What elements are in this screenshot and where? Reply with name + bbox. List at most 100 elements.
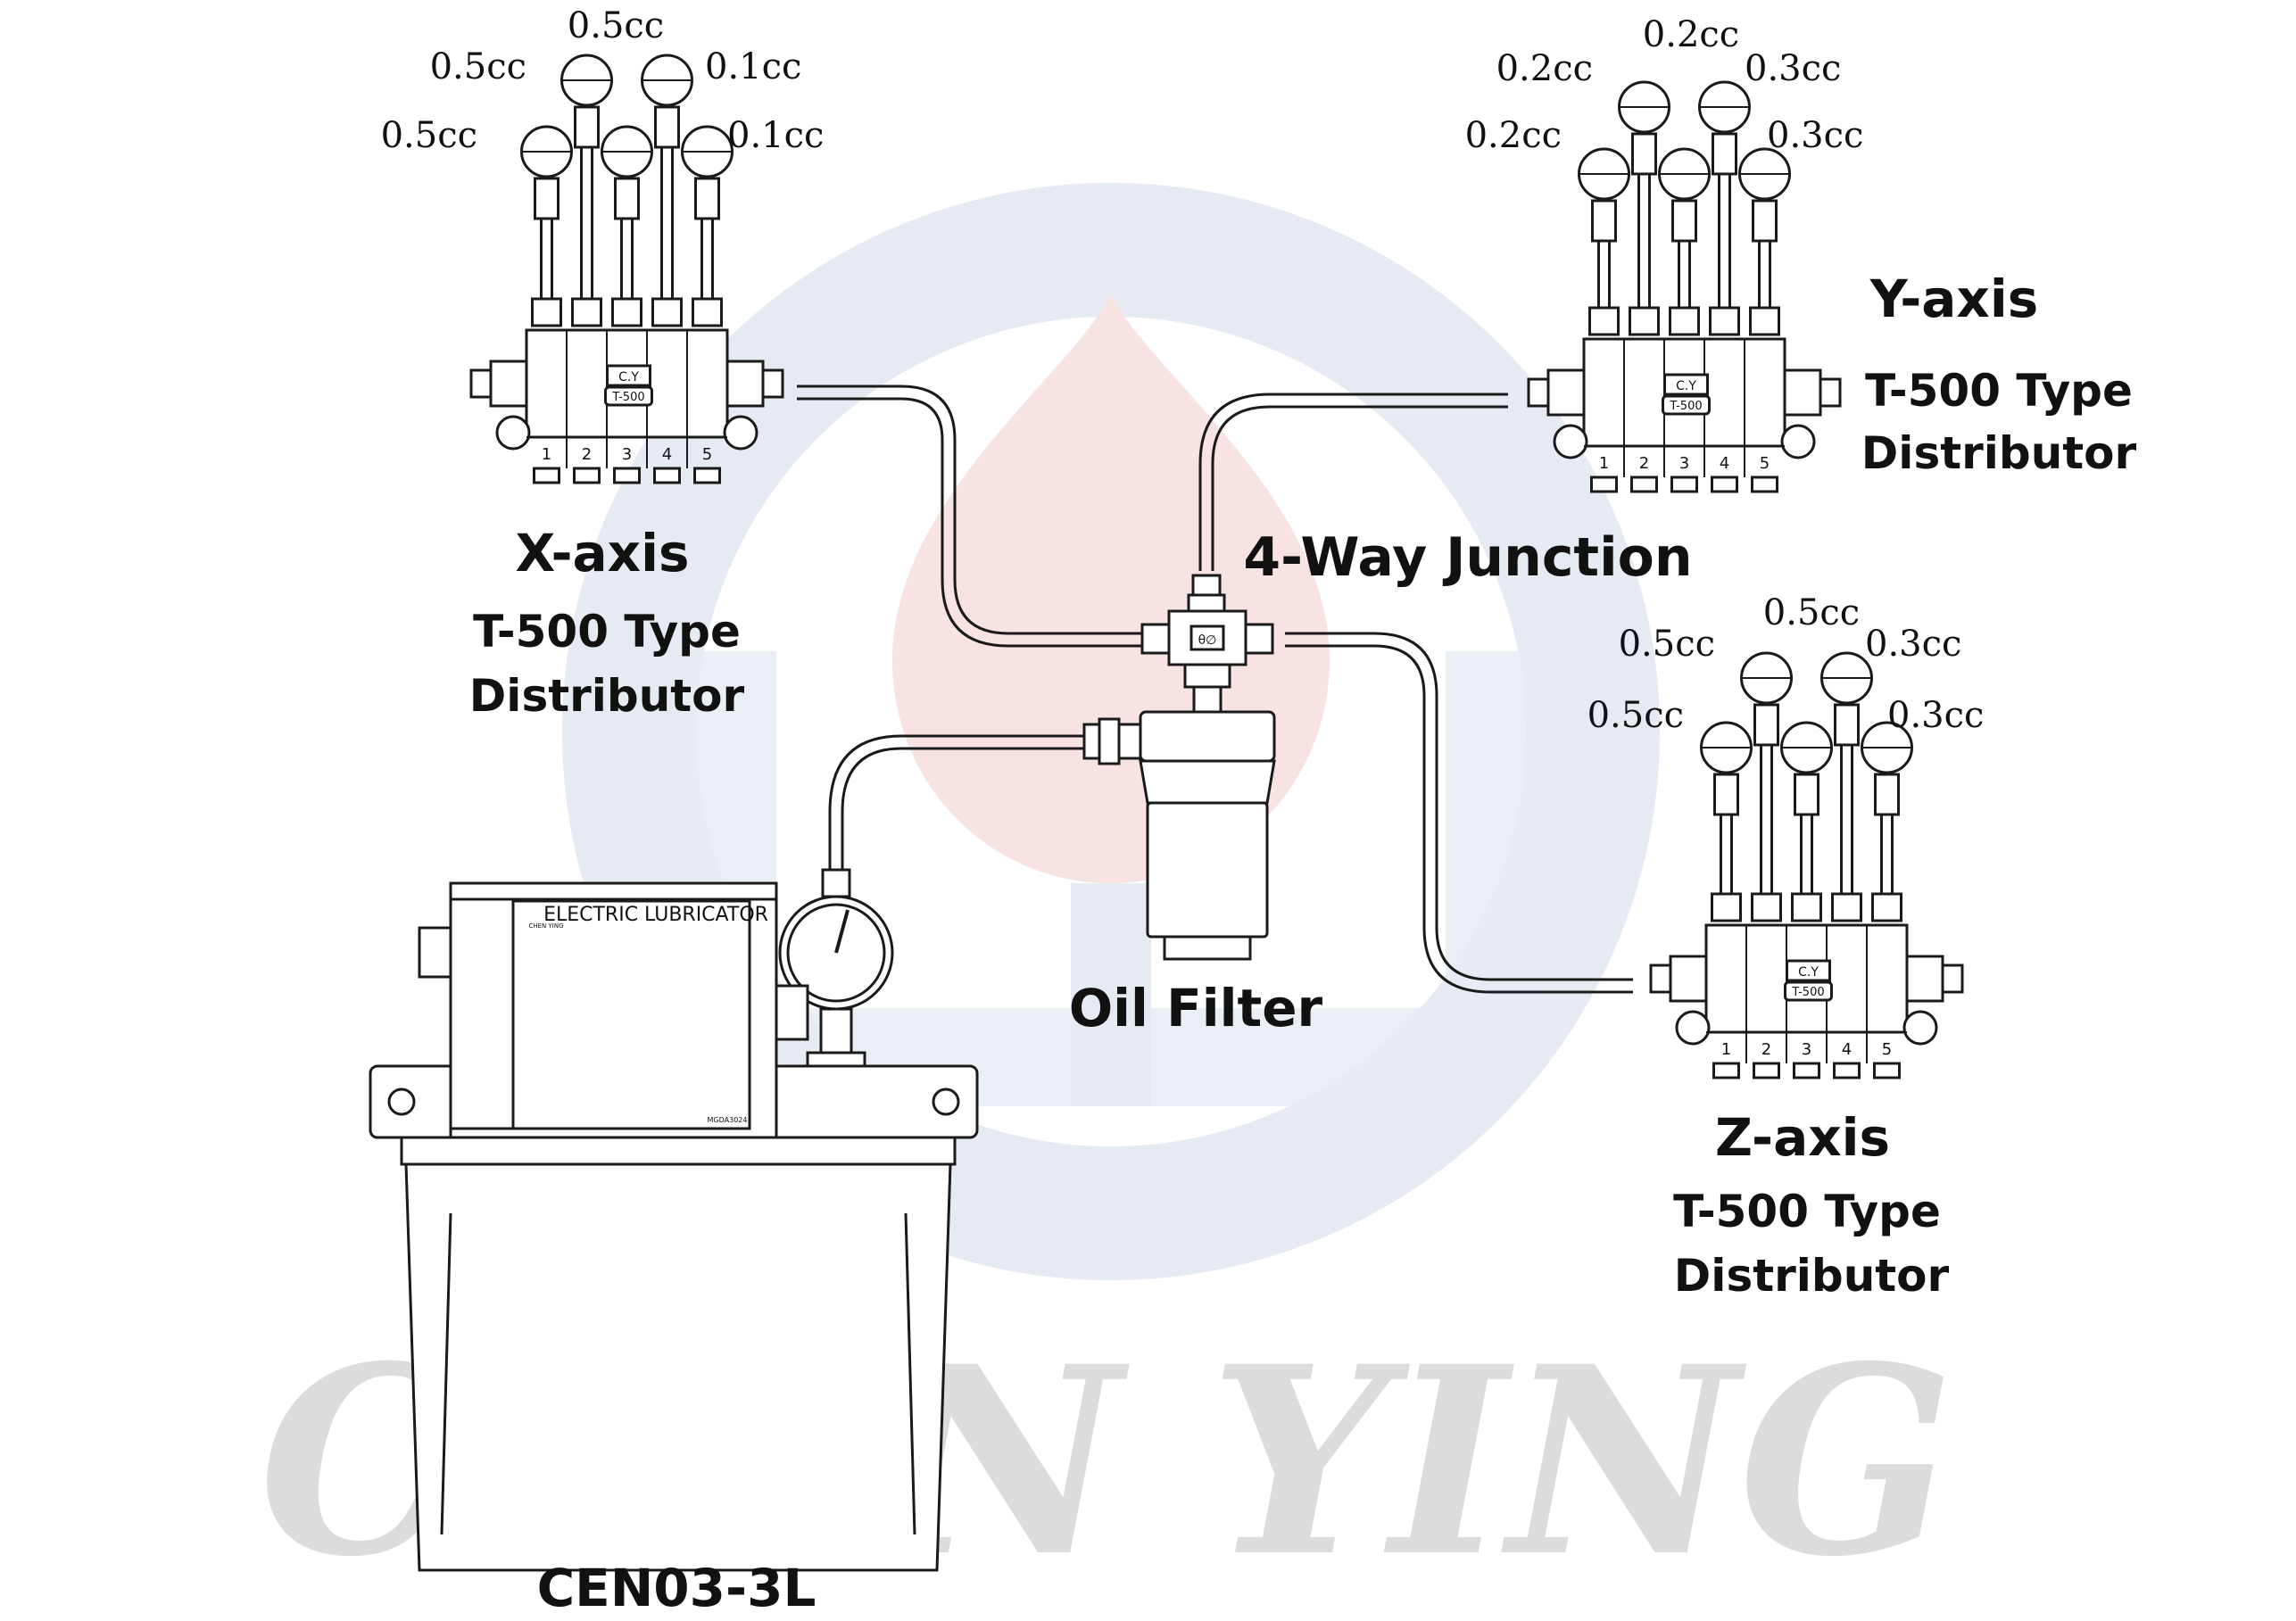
- z-axis-label: Z-axis: [1715, 1107, 1890, 1168]
- inlet-fitting-left: [1527, 377, 1550, 408]
- end-cap-left: [1669, 955, 1708, 1003]
- outlet-nut: [1831, 892, 1862, 922]
- end-cap-right: [725, 360, 765, 408]
- port-number: 4: [1720, 454, 1729, 473]
- port-number: 2: [1639, 454, 1649, 473]
- bottom-plug: [1590, 476, 1618, 493]
- pipe-junction-to-z: [1285, 632, 1633, 981]
- filter-shoulder: [1139, 759, 1276, 805]
- outlet-fitting: [1671, 199, 1697, 243]
- junction-bottom-stem: [1192, 685, 1223, 714]
- outlet-fitting: [1753, 703, 1779, 747]
- bottom-plug: [1711, 476, 1738, 493]
- junction-bottom-nut: [1183, 663, 1231, 689]
- x-distributor-label: Distributor: [469, 670, 745, 722]
- outlet-nut: [1749, 306, 1780, 336]
- lubricator-plug: [418, 926, 452, 979]
- outlet-nut: [692, 297, 723, 327]
- z-distributor-label: Distributor: [1674, 1250, 1950, 1302]
- mount-eye-right: [1780, 424, 1816, 459]
- distributor-brand: C.Y: [1676, 379, 1696, 393]
- y-type-label: T-500 Type: [1865, 365, 2133, 417]
- pipe-x-to-junction: [797, 385, 1142, 635]
- pipe-x-to-junction-inner: [797, 397, 1142, 648]
- port-number: 5: [702, 445, 712, 464]
- z-type-label: T-500 Type: [1673, 1186, 1941, 1237]
- outlet-fitting: [1713, 773, 1739, 816]
- port-number: 3: [1679, 454, 1689, 473]
- lubricator-side-port: [775, 984, 809, 1041]
- port-number: 5: [1760, 454, 1770, 473]
- outlet-volume-label: 0.5cc: [568, 5, 664, 46]
- distributor-brand: C.Y: [618, 370, 639, 385]
- outlet-nut: [1588, 306, 1620, 336]
- outlet-volume-label: 0.2cc: [1465, 115, 1562, 156]
- outlet-fitting: [1752, 199, 1778, 243]
- port-number: 4: [1842, 1040, 1852, 1059]
- outlet-fitting: [654, 105, 680, 149]
- junction-top-fitting: [1191, 574, 1222, 597]
- bottom-plug: [1753, 1062, 1780, 1079]
- mount-hole-left: [387, 1088, 416, 1116]
- tank-highlight-left: [440, 1212, 452, 1535]
- inlet-fitting-left: [469, 368, 493, 399]
- outlet-volume-label: 0.3cc: [1745, 48, 1841, 89]
- model-plate: [1784, 980, 1833, 1002]
- distributor-brand: C.Y: [1798, 965, 1819, 980]
- electric-lubricator: [369, 881, 979, 1572]
- inlet-fitting-right: [761, 368, 784, 399]
- outlet-volume-label: 0.3cc: [1865, 624, 1961, 665]
- watermark-ring: [562, 183, 1660, 1280]
- outlet-fitting: [1874, 773, 1900, 816]
- outlet-volume-label: 0.2cc: [1496, 48, 1593, 89]
- mount-eye-left: [1553, 424, 1588, 459]
- bottom-plug: [573, 467, 601, 484]
- outlet-nut: [1669, 306, 1700, 336]
- pipes: [797, 385, 1633, 994]
- end-cap-left: [1546, 368, 1586, 417]
- bottom-plug: [1630, 476, 1658, 493]
- bottom-plug: [613, 467, 641, 484]
- inlet-fitting-right: [1819, 377, 1842, 408]
- lubricator-title: ELECTRIC LUBRICATOR: [543, 904, 768, 926]
- y-distributor-label: Distributor: [1861, 427, 2137, 479]
- mount-eye-right: [723, 415, 758, 451]
- outlet-nut: [1791, 892, 1822, 922]
- outlet-volume-label: 0.5cc: [430, 46, 526, 87]
- outlet-fitting: [694, 177, 720, 220]
- pipe-pump-to-filter-inner: [841, 747, 1084, 870]
- bottom-plug: [1751, 476, 1778, 493]
- end-cap-right: [1783, 368, 1822, 417]
- outlet-volume-label: 0.5cc: [381, 115, 477, 156]
- outlet-volume-label: 0.5cc: [1763, 592, 1860, 633]
- mount-eye-left: [1675, 1010, 1711, 1046]
- bottom-plug: [1833, 1062, 1861, 1079]
- lubricator-model-label: CEN03-3L: [537, 1558, 816, 1618]
- junction-right-nut: [1244, 623, 1274, 655]
- port-number: 1: [1721, 1040, 1731, 1059]
- outlet-fitting: [1794, 773, 1819, 816]
- distributor-model: T-500: [1669, 400, 1702, 413]
- bottom-plug: [1712, 1062, 1740, 1079]
- port-number: 3: [1802, 1040, 1811, 1059]
- gauge-fitting-top: [821, 868, 851, 898]
- brand-plate: [606, 364, 651, 387]
- filter-inlet-nut: [1098, 717, 1121, 765]
- port-number: 2: [582, 445, 592, 464]
- outlet-volume-label: 0.1cc: [705, 46, 801, 87]
- outlet-fitting: [1834, 703, 1860, 747]
- junction-left-nut: [1140, 623, 1171, 655]
- distributor-model: T-500: [1791, 986, 1824, 999]
- four-way-junction: [1140, 574, 1274, 714]
- watermark-stem: [1071, 883, 1151, 1106]
- outlet-fitting: [534, 177, 559, 220]
- junction-label: 4-Way Junction: [1243, 526, 1692, 589]
- lubricator-tank-rim: [400, 1136, 957, 1166]
- port-number: 5: [1882, 1040, 1892, 1059]
- model-plate: [1662, 394, 1711, 416]
- outlet-nut: [531, 297, 562, 327]
- y-axis-label: Y-axis: [1869, 269, 2039, 329]
- port-number: 4: [662, 445, 672, 464]
